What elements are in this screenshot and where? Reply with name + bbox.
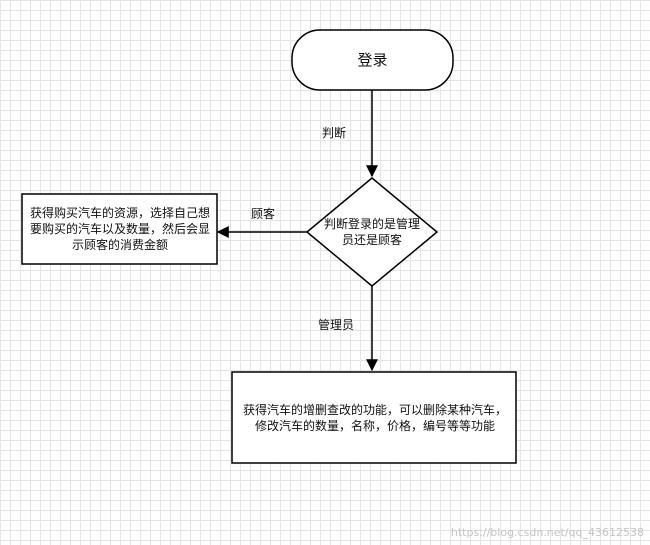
customer-label: 获得购买汽车的资源，选择自己想要购买的汽车以及数量，然后会显示顾客的消费金额 [29, 206, 210, 252]
admin-label: 获得汽车的增删查改的功能，可以删除某种汽车，修改汽车的数量，名称，价格，编号等等… [242, 403, 507, 433]
decision-label: 判断登录的是管理员还是顾客 [323, 217, 420, 247]
customer-box [21, 193, 218, 265]
watermark-text: https://blog.csdn.net/qq_43612538 [450, 526, 644, 539]
edge-label-judge: 判断 [322, 126, 347, 140]
edge-label-admin: 管理员 [318, 318, 355, 332]
admin-box [231, 371, 517, 464]
edge-label-customer: 顾客 [251, 207, 276, 221]
start-label: 登录 [357, 51, 388, 69]
